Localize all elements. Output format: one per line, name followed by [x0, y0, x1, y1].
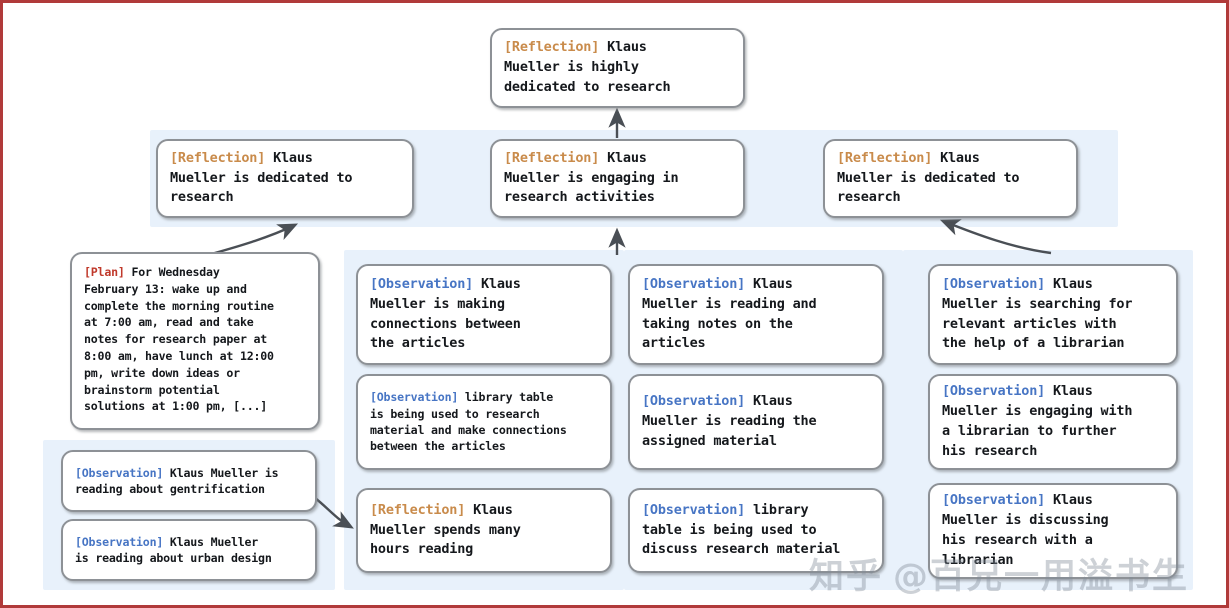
node-root-reflection[interactable]: [Reflection] Klaus Mueller is highly ded… [490, 28, 745, 108]
node-body: Klaus Mueller spends many hours reading [370, 501, 521, 558]
node-text: [Observation] Klaus Mueller is discussin… [942, 491, 1109, 571]
node-body: For Wednesday February 13: wake up and c… [84, 265, 274, 414]
node-body: Klaus Mueller is engaging with a librari… [942, 383, 1133, 459]
tag-reflection: [Reflection] [504, 149, 600, 166]
node-text: [Observation] Klaus Mueller is engaging … [942, 382, 1132, 462]
node-text: [Observation] Klaus Mueller is reading t… [642, 392, 817, 452]
node-body: library table is being used to discuss r… [642, 501, 841, 558]
node-column-b-1[interactable]: [Observation] Klaus Mueller is reading a… [628, 264, 884, 365]
tag-observation: [Observation] [942, 492, 1046, 509]
tag-observation: [Observation] [370, 390, 459, 405]
tag-reflection: [Reflection] [370, 501, 466, 518]
node-column-b-2[interactable]: [Observation] Klaus Mueller is reading t… [628, 374, 884, 470]
node-text: [Reflection] Klaus Mueller is engaging i… [504, 149, 679, 209]
node-body: Klaus Mueller is making connections betw… [370, 275, 521, 352]
node-reflection-right[interactable]: [Reflection] Klaus Mueller is dedicated … [823, 139, 1078, 218]
node-left-observation-1[interactable]: [Observation] Klaus Mueller is reading a… [61, 450, 317, 512]
node-text: [Plan] For Wednesday February 13: wake u… [84, 264, 274, 415]
node-body: Klaus Mueller is searching for relevant … [942, 275, 1133, 352]
node-text: [Observation] library table is being use… [642, 501, 840, 561]
node-column-c-2[interactable]: [Observation] Klaus Mueller is engaging … [928, 374, 1178, 470]
node-body: Klaus Mueller is reading and taking note… [642, 275, 817, 352]
watermark-site: 知乎 [809, 557, 884, 597]
tag-observation: [Observation] [642, 275, 746, 292]
node-body: Klaus Mueller is reading about gentrific… [75, 465, 279, 496]
node-body: Klaus Mueller is discussing his research… [942, 492, 1109, 568]
tag-observation: [Observation] [642, 393, 746, 410]
tag-observation: [Observation] [75, 465, 164, 480]
node-column-a-1[interactable]: [Observation] Klaus Mueller is making co… [356, 264, 612, 365]
node-reflection-left[interactable]: [Reflection] Klaus Mueller is dedicated … [156, 139, 414, 218]
node-body: Klaus Mueller is dedicated to research [837, 149, 1020, 206]
node-body: Klaus Mueller is engaging in research ac… [504, 149, 679, 206]
tag-reflection: [Reflection] [504, 39, 600, 56]
node-text: [Reflection] Klaus Mueller is highly ded… [504, 38, 671, 98]
node-body: Klaus Mueller is reading about urban des… [75, 534, 272, 565]
node-text: [Observation] Klaus Mueller is searching… [942, 275, 1132, 355]
watermark-handle: @百兄一用溢书生 [893, 557, 1190, 597]
tag-observation: [Observation] [75, 534, 164, 549]
node-reflection-middle[interactable]: [Reflection] Klaus Mueller is engaging i… [490, 139, 745, 218]
node-body: Klaus Mueller is dedicated to research [170, 149, 353, 206]
node-column-a-3[interactable]: [Reflection] Klaus Mueller spends many h… [356, 488, 612, 573]
node-plan[interactable]: [Plan] For Wednesday February 13: wake u… [70, 252, 320, 430]
tag-observation: [Observation] [370, 275, 474, 292]
node-column-b-3[interactable]: [Observation] library table is being use… [628, 488, 884, 573]
node-text: [Observation] Klaus Mueller is reading a… [75, 534, 272, 567]
node-body: Klaus Mueller is highly dedicated to res… [504, 39, 671, 95]
node-column-a-2[interactable]: [Observation] library table is being use… [356, 374, 612, 470]
node-text: [Reflection] Klaus Mueller is dedicated … [837, 149, 1020, 209]
tag-observation: [Observation] [642, 501, 746, 518]
tag-reflection: [Reflection] [170, 149, 266, 166]
node-left-observation-2[interactable]: [Observation] Klaus Mueller is reading a… [61, 519, 317, 581]
node-column-c-1[interactable]: [Observation] Klaus Mueller is searching… [928, 264, 1178, 365]
node-text: [Observation] Klaus Mueller is reading a… [642, 275, 817, 355]
node-text: [Observation] Klaus Mueller is reading a… [75, 465, 279, 498]
node-text: [Observation] Klaus Mueller is making co… [370, 275, 521, 355]
node-text: [Reflection] Klaus Mueller is dedicated … [170, 149, 353, 209]
tag-reflection: [Reflection] [837, 149, 933, 166]
tag-observation: [Observation] [942, 383, 1046, 400]
node-column-c-3[interactable]: [Observation] Klaus Mueller is discussin… [928, 483, 1178, 579]
node-text: [Reflection] Klaus Mueller spends many h… [370, 501, 521, 561]
tag-observation: [Observation] [942, 275, 1046, 292]
tag-plan: [Plan] [84, 265, 125, 279]
node-text: [Observation] library table is being use… [370, 389, 567, 455]
node-body: library table is being used to research … [370, 390, 567, 454]
node-body: Klaus Mueller is reading the assigned ma… [642, 393, 817, 449]
